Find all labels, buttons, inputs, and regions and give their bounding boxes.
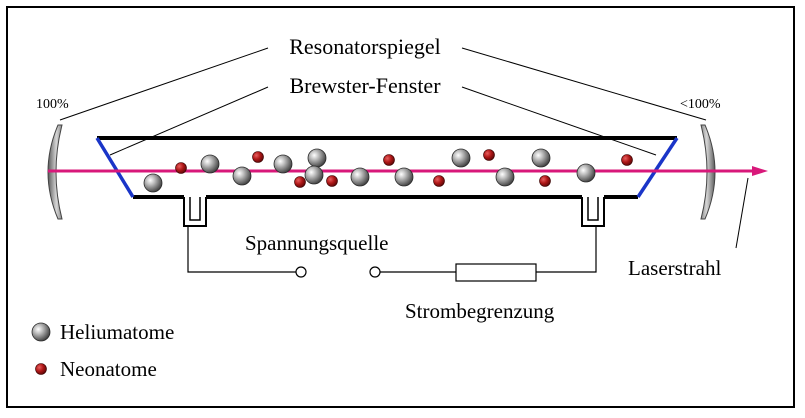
neon-atom [252, 151, 264, 163]
circuit [187, 226, 597, 282]
brewster-window-left [95, 137, 135, 198]
electrode-right [581, 197, 605, 227]
voltage-source-terminal-right [369, 266, 381, 278]
wire-left [187, 226, 296, 273]
wire-right [536, 226, 597, 273]
diagram-frame [6, 6, 795, 408]
neon-atom [539, 175, 551, 187]
neon-atom [294, 176, 306, 188]
legend-neon-label: Neonatome [60, 357, 157, 381]
label-laser-beam: Laserstrahl [628, 256, 721, 280]
electrode-right-inner [587, 197, 599, 221]
legend-helium-icon [31, 322, 51, 342]
brewster-window-right [636, 137, 679, 198]
label-mirror-right-reflectivity: <100% [680, 97, 721, 112]
neon-atom [326, 175, 338, 187]
voltage-source-terminal-left [295, 266, 307, 278]
leader-laser-beam [735, 177, 749, 249]
leader-window-right [461, 86, 657, 156]
helium-atom [307, 148, 327, 168]
laser-tube [95, 136, 679, 227]
helium-atom [232, 166, 252, 186]
helium-atom [304, 165, 324, 185]
legend-helium-label: Heliumatome [60, 320, 174, 344]
neon-atom [175, 162, 187, 174]
neon-atom [483, 149, 495, 161]
helium-atom [576, 163, 596, 183]
helium-atom [495, 167, 515, 187]
label-leader-lines [59, 47, 749, 249]
neon-atom [383, 154, 395, 166]
label-brewster-window: Brewster-Fenster [289, 73, 441, 98]
helium-atom [200, 154, 220, 174]
leader-window-left [109, 86, 269, 156]
leader-mirror-left [59, 47, 269, 121]
legend: Heliumatome Neonatome [31, 320, 174, 381]
helium-atom [531, 148, 551, 168]
laser-beam-arrowhead [752, 166, 768, 176]
label-resonator-mirror: Resonatorspiegel [289, 34, 441, 59]
helium-atom [451, 148, 471, 168]
helium-atom [273, 154, 293, 174]
label-mirror-left-reflectivity: 100% [36, 97, 69, 112]
electrode-left-inner [189, 197, 201, 221]
helium-atoms [143, 148, 596, 193]
neon-atom [621, 154, 633, 166]
helium-atom [143, 173, 163, 193]
electrode-left [183, 197, 207, 227]
leader-mirror-right [461, 47, 707, 121]
helium-atom [350, 167, 370, 187]
neon-atoms [175, 149, 633, 188]
current-limiter-resistor [455, 263, 537, 282]
label-voltage-source: Spannungsquelle [245, 231, 388, 255]
helium-atom [394, 167, 414, 187]
label-current-limiter: Strombegrenzung [405, 299, 555, 323]
neon-atom [433, 175, 445, 187]
legend-neon-icon [35, 363, 47, 375]
